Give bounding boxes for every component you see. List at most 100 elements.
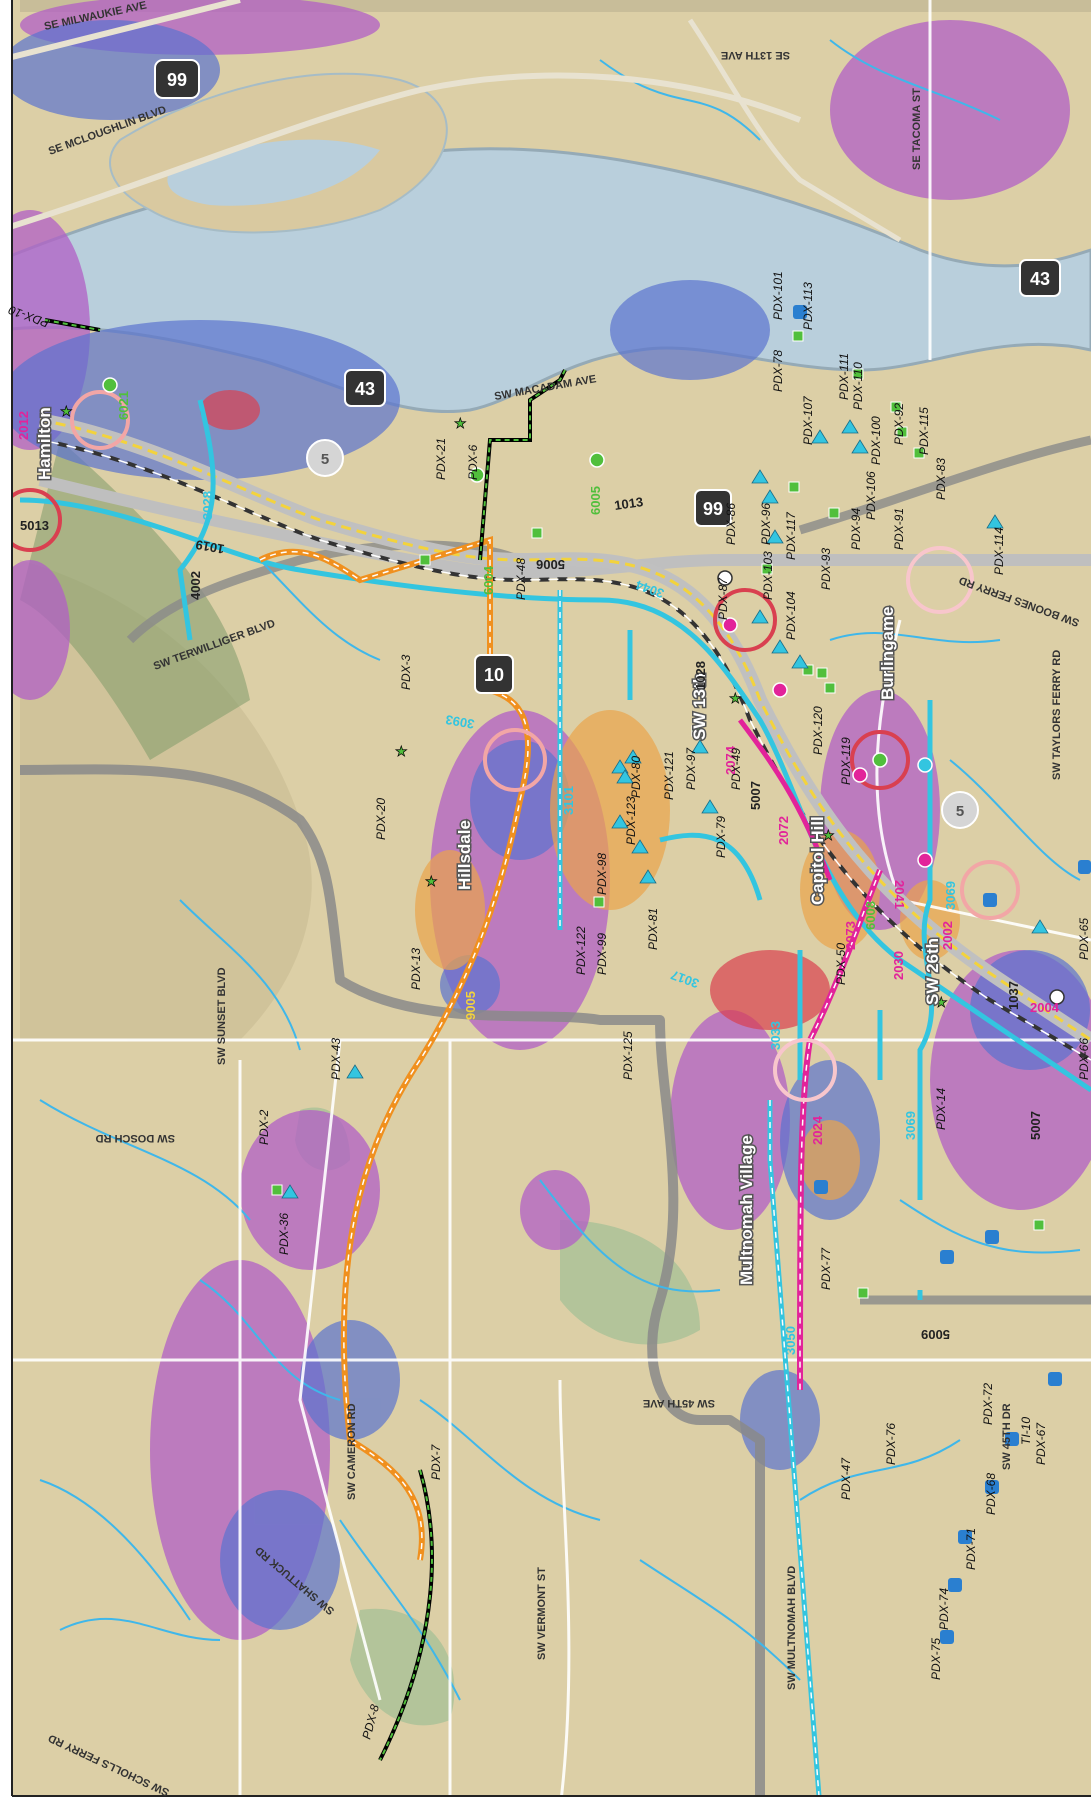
pdx-label: PDX-94 [849,508,863,550]
pdx-label: PDX-13 [409,948,423,990]
route-label: 3101 [561,786,576,815]
road-label-cameron: SW CAMERON RD [346,1403,358,1500]
mcloughlin-road [0,72,802,233]
svg-text:★: ★ [454,415,467,431]
city-boundary [19,764,765,1809]
svg-text:★: ★ [729,690,742,706]
svg-text:★: ★ [425,873,438,889]
pdx-label: PDX-3 [399,654,413,690]
pdx-label: PDX-123 [624,796,638,845]
road-label-tacoma: SE TACOMA ST [911,88,923,170]
pdx-label: PDX-50 [834,943,848,985]
pdx-label: PDX-110 [851,362,865,410]
rail-line-inner [39,439,1091,1061]
route-label: 3050 [783,1326,798,1355]
route-label: 6008 [863,901,878,930]
info-pin-markers [793,305,1091,1644]
route-label: 2073 [843,921,858,950]
road-label-45thdr: SW 45TH DR [1001,1403,1013,1470]
frame-bottom [0,1796,1091,1809]
route-label: 6004 [481,565,496,595]
pdx-label: PDX-14 [934,1088,948,1130]
route-label: 2002 [940,921,955,950]
route-label: 5006 [536,557,565,572]
pdx-label: PDX-101 [771,271,785,320]
route-label: 3028 [200,491,215,520]
pdx-label: PDX-114 [992,527,1006,575]
pdx-label: PDX-20 [374,798,388,840]
shield-99: 99 [167,70,187,90]
place-label-capitol-hill: Capitol Hill [808,816,827,905]
cyan-points [917,757,933,773]
shield-10: 10 [484,665,504,685]
route-label: 2041 [892,880,907,909]
route-label: 2030 [891,951,906,980]
route-label: 6005 [588,486,603,515]
route-label: 2004 [1030,1000,1060,1015]
pdx-label: PDX-10 [6,303,51,331]
pdx-label: PDX-72 [981,1383,995,1425]
route-label: 4002 [188,571,203,600]
road-label-scholls: SW SCHOLLS FERRY RD [47,1731,172,1798]
route-label: 5013 [20,518,49,533]
road-label-terwilliger: SW TERWILLIGER BLVD [152,618,277,673]
pdx-label: PDX-100 [869,416,883,465]
place-label-hillsdale: Hillsdale [455,820,474,890]
pdx-label: PDX-36 [277,1213,291,1255]
highway-shields [154,59,1061,829]
route-label: 5007 [748,781,763,810]
pdx-label: PDX-121 [662,751,676,800]
station-rings [0,390,1020,1102]
pdx-label: PDX-43 [329,1038,343,1080]
milwaukie-road [0,0,241,63]
pdx-label: PDX-76 [884,1423,898,1465]
place-label-sw26th: SW 26th [923,938,942,1005]
road-label-multnomah: SW MULTNOMAH BLVD [786,1566,798,1690]
svg-text:★: ★ [60,403,73,419]
pdx-label: PDX-86 [724,503,738,545]
route-label: 9005 [463,991,478,1020]
road-label-sunset: SW SUNSET BLVD [216,967,228,1065]
shield-43-west: 43 [355,379,375,399]
pdx-label: PDX-67 [1034,1422,1048,1465]
pdx-label: PDX-107 [801,395,815,445]
place-label-multnomah-village: Multnomah Village [737,1135,756,1285]
pdx-label: PDX-8 [359,1703,382,1741]
pdx-label: PDX-21 [434,438,448,480]
pdx-label: PDX-125 [621,1031,635,1080]
road-label-mcloughlin: SE MCLOUGHLIN BLVD [47,104,168,158]
route-label: 3069 [903,1111,918,1140]
yellow-route [39,418,1091,1042]
park-area [560,1220,700,1345]
pdx-label: PDX-78 [771,350,785,392]
route-label: 2074 [723,745,738,775]
pdx-label: PDX-99 [595,933,609,975]
cyan-routes-inner [559,590,821,1809]
trail-north-inner [479,369,566,561]
green-points [102,377,888,768]
route-label: 3033 [768,1021,783,1050]
svg-text:★: ★ [395,743,408,759]
pdx-label: PDX-113 [801,282,815,330]
route-label: 6021 [116,391,131,420]
route-label: 3017 [669,967,701,991]
route-label: 2072 [776,816,791,845]
road-label-taylors: SW TAYLORS FERRY RD [1051,650,1063,780]
pdx-label: PDX-93 [819,548,833,590]
pdx-label: PDX-7 [429,1443,443,1480]
pdx-label: PDX-48 [514,558,528,600]
road-label-dosch: SW DOSCH RD [96,1132,176,1144]
pdx-label: PDX-77 [819,1247,833,1290]
orange-route-inner [259,538,529,1561]
hillshade [20,560,312,1040]
se13th-road [687,18,902,243]
pdx-label: PDX-115 [917,407,931,455]
svg-text:★: ★ [935,994,948,1010]
magenta-route-b [737,718,833,881]
road-label-45th: SW 45TH AVE [643,1397,715,1409]
pdx-label: PDX-122 [574,926,588,975]
route-label: 5009 [921,1327,950,1342]
rail-line [39,438,1091,1062]
